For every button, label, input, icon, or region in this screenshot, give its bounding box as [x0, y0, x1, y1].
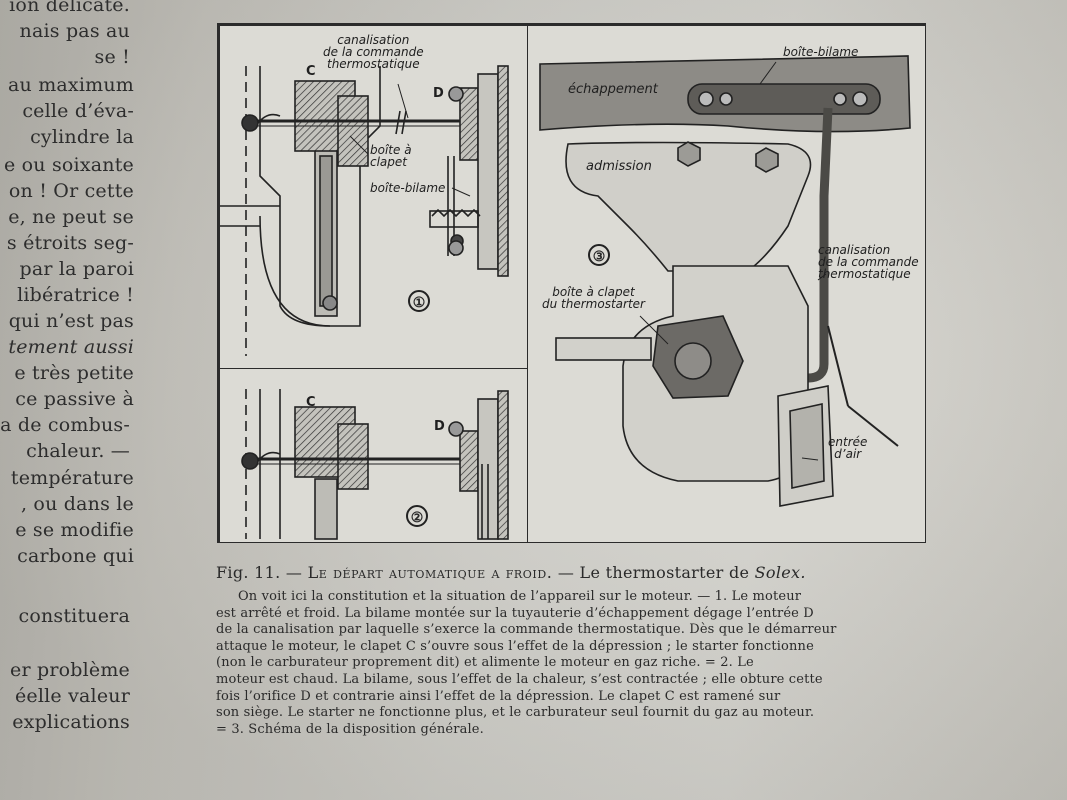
left-text-line: on ! Or cette	[8, 180, 134, 202]
panel1-canalisation-label: canalisation de la commande thermostatiq…	[323, 33, 424, 71]
figure-caption: Fig. 11. — Le départ automatique a froid…	[216, 563, 932, 737]
caption-line: On voit ici la constitution et la situat…	[238, 589, 802, 604]
panel3-entree-air-label: entrée d’air	[828, 435, 868, 461]
left-text-line: carbone qui	[17, 545, 134, 567]
caption-smallcaps: Le départ automatique a froid.	[307, 563, 553, 582]
left-text-line: explications	[12, 711, 130, 733]
panel2-label-c: C	[306, 395, 316, 410]
panel1-label-c: C	[306, 64, 316, 79]
panel-3-general-layout: boîte-bilame échappement admission canal…	[527, 25, 926, 543]
caption-line: moteur est chaud. La bilame, sous l’effe…	[216, 672, 823, 687]
left-text-line: se !	[94, 46, 130, 68]
panel-2-diagram	[241, 389, 509, 540]
caption-prefix: Fig. 11. —	[216, 563, 308, 582]
panel3-boite-bilame-label: boîte-bilame	[783, 45, 859, 59]
panel-1-diagram	[220, 65, 509, 356]
left-text-line: ce passive à	[15, 388, 134, 410]
left-text-line: ion délicate.	[9, 0, 130, 16]
caption-line: de la canalisation par laquelle s’exerce…	[216, 622, 837, 638]
caption-title: Fig. 11. — Le départ automatique a froid…	[216, 563, 932, 582]
left-text-line: par la paroi	[19, 258, 134, 280]
caption-line: est arrêté et froid. La bilame montée su…	[216, 605, 814, 621]
left-text-line: e, ne peut se	[8, 206, 134, 228]
left-text-line: nais pas au	[19, 20, 130, 42]
caption-italic: Solex.	[754, 563, 806, 582]
left-text-column: ion délicate. nais pas au se ! au maximum ce…	[0, 0, 140, 800]
figure-frame: canalisation de la commande thermostatiq…	[217, 23, 926, 543]
left-text-line: celle d’éva-	[22, 100, 134, 122]
panel-2-hot-engine: C D ②	[219, 368, 528, 543]
left-text-line: qui n’est pas	[8, 310, 134, 332]
caption-line: attaque le moteur, le clapet C s’ouvre s…	[216, 638, 814, 654]
left-text-line: tement aussi	[8, 336, 134, 358]
panel-1-cold-engine: canalisation de la commande thermostatiq…	[219, 25, 528, 369]
left-text-line: au maximum	[7, 74, 134, 96]
panel3-number: ③	[588, 244, 610, 266]
panel2-label-d: D	[434, 419, 445, 434]
left-text-line: libératrice !	[17, 284, 134, 306]
left-text-line: e très petite	[14, 362, 134, 384]
left-text-line: e se modifie	[15, 519, 134, 541]
panel1-boite-clapet-label: boîte à clapet	[370, 143, 412, 169]
panel3-echappement-label: échappement	[568, 82, 658, 97]
panel3-boite-thermostarter-label: boîte à clapet du thermostarter	[542, 285, 645, 311]
panel-3-diagram	[539, 55, 911, 507]
panel1-boite-bilame-label: boîte-bilame	[370, 181, 446, 195]
panel3-admission-label: admission	[586, 159, 652, 174]
caption-line: = 3. Schéma de la disposition générale.	[216, 721, 484, 737]
panel1-label-d: D	[433, 86, 444, 101]
left-text-line: , ou dans le	[20, 493, 134, 515]
panel3-canalisation-label: canalisation de la commande thermostatiq…	[818, 243, 919, 281]
left-text-line: s étroits seg-	[6, 232, 134, 254]
left-text-line: er problème	[10, 659, 130, 681]
left-text-line: a de combus-	[0, 414, 130, 436]
panel2-number: ②	[406, 505, 428, 527]
left-text-line: constituera	[18, 605, 130, 627]
panel1-number: ①	[408, 290, 430, 312]
caption-middle: — Le thermostarter de	[552, 563, 755, 582]
caption-line: fois l’orifice D et contrarie ainsi l’ef…	[216, 688, 781, 704]
left-text-line: éelle valeur	[14, 685, 130, 707]
caption-line: (non le carburateur proprement dit) et a…	[216, 655, 754, 671]
left-text-line: chaleur. —	[26, 440, 130, 462]
left-text-line: température	[10, 467, 134, 489]
caption-line: son siège. Le starter ne fonctionne plus…	[216, 705, 815, 721]
left-text-line: cylindre la	[30, 126, 134, 148]
left-text-line: e ou soixante	[3, 154, 134, 176]
